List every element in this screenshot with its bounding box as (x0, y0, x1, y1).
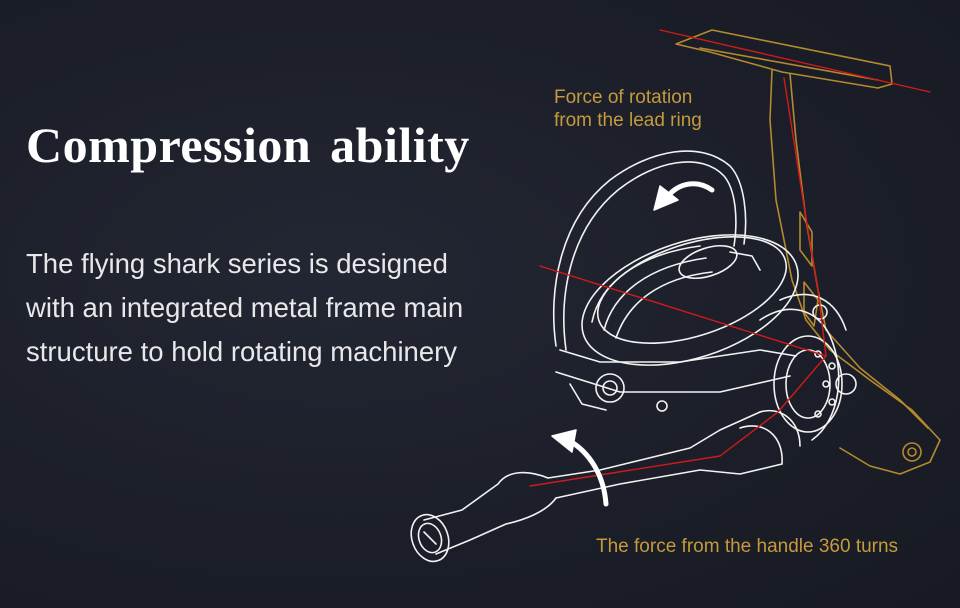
handle-arrow-icon (551, 429, 609, 507)
description-line: with an integrated metal frame main (26, 292, 464, 323)
handle-force-label: The force from the handle 360 turns (596, 536, 899, 557)
force-lines (529, 29, 931, 487)
rotation-arrow-icon (653, 181, 715, 211)
rotation-force-label: Force of rotation from the lead ring (554, 86, 702, 132)
description-line: structure to hold rotating machinery (26, 336, 458, 367)
feature-description: The flying shark series is designed with… (26, 242, 506, 374)
reel-body (410, 150, 857, 563)
rotation-force-line: Force of rotation (554, 87, 693, 108)
description-line: The flying shark series is designed (26, 248, 448, 279)
rotation-force-line: from the lead ring (554, 110, 702, 131)
page-title: Compression ability (26, 117, 470, 173)
metal-frame (675, 29, 941, 475)
